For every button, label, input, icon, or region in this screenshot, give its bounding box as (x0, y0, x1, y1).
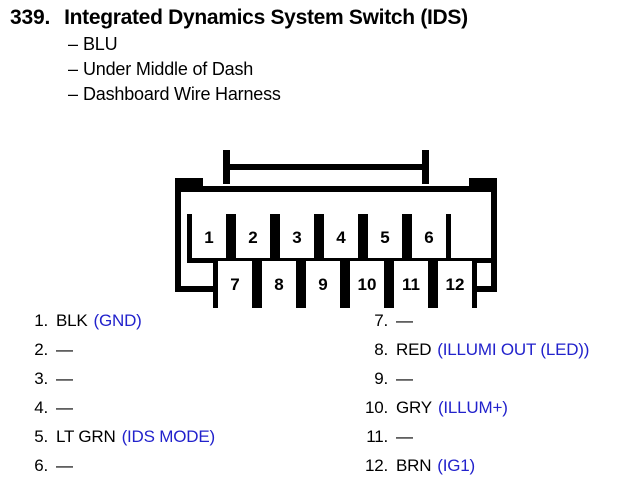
dash-bullet-icon: – (68, 34, 78, 54)
pin-signal-name: (IDS MODE) (121, 427, 216, 446)
header-sub-item-label: Dashboard Wire Harness (83, 84, 281, 104)
pin-wire-color: — (396, 369, 413, 388)
connector-pin-5: 5 (363, 214, 407, 261)
latch-post-right (422, 150, 429, 184)
pin-list-item: 9. — (358, 369, 638, 398)
pin-number: 2. (34, 340, 48, 359)
pin-number: 3. (34, 369, 48, 388)
pin-signal-name: (GND) (93, 311, 142, 330)
pin-row-spacer (451, 214, 477, 261)
pin-wire-color: BLK (56, 311, 88, 330)
header-sub-item: –Under Middle of Dash (68, 59, 638, 80)
pin-list-item: 4. — (18, 398, 328, 427)
header-sub-item: –Dashboard Wire Harness (68, 84, 638, 105)
pin-number: 9. (374, 369, 388, 388)
pin-wire-color: — (56, 456, 73, 475)
pin-list-item: 5. LT GRN (IDS MODE) (18, 427, 328, 456)
dash-bullet-icon: – (68, 84, 78, 104)
pin-list-item: 2. — (18, 340, 328, 369)
pin-number: 6. (34, 456, 48, 475)
pin-list-left: 1. BLK (GND) 2. — 3. — 4. — 5. LT GRN (IDS MODE) 6. — (18, 311, 328, 485)
connector-pin-11: 11 (389, 261, 433, 308)
pin-list-item: 8. RED (ILLUMI OUT (LED)) (358, 340, 638, 369)
header-sub-items: –BLU–Under Middle of Dash–Dashboard Wire… (0, 34, 638, 105)
pin-wire-color: LT GRN (56, 427, 116, 446)
pin-row-divider (187, 258, 497, 263)
pin-wire-color: — (56, 369, 73, 388)
pin-list-item: 12. BRN (IG1) (358, 456, 638, 485)
pin-signal-name: (ILLUM+) (437, 398, 508, 417)
page-title: 339. Integrated Dynamics System Switch (… (0, 0, 638, 30)
pin-wire-color: GRY (396, 398, 432, 417)
pin-wire-color: BRN (396, 456, 432, 475)
connector-pin-4: 4 (319, 214, 363, 261)
connector-pin-7: 7 (213, 261, 257, 308)
notch-cut-right (471, 192, 485, 201)
header-sub-item: –BLU (68, 34, 638, 55)
latch-post-left (223, 150, 230, 184)
pin-list-item: 11. — (358, 427, 638, 456)
pin-wire-color: RED (396, 340, 432, 359)
dash-bullet-icon: – (68, 59, 78, 79)
pin-row-spacer (187, 261, 213, 308)
pin-number: 12. (364, 456, 388, 475)
pin-list-item: 1. BLK (GND) (18, 311, 328, 340)
latch-bar (224, 164, 429, 170)
pin-number: 8. (374, 340, 388, 359)
pin-signal-name: (ILLUMI OUT (LED)) (437, 340, 590, 359)
pin-list-item: 7. — (358, 311, 638, 340)
connector-pin-12: 12 (433, 261, 477, 308)
pin-wire-color: — (56, 398, 73, 417)
pin-number: 7. (374, 311, 388, 330)
pin-list-item: 10. GRY (ILLUM+) (358, 398, 638, 427)
connector-pin-2: 2 (231, 214, 275, 261)
pin-list-item: 6. — (18, 456, 328, 485)
connector-pin-1: 1 (187, 214, 231, 261)
notch-cut-left (187, 192, 201, 201)
pin-wire-color: — (56, 340, 73, 359)
pin-number: 10. (364, 398, 388, 417)
header-sub-item-label: BLU (83, 34, 118, 54)
header-sub-item-label: Under Middle of Dash (83, 59, 254, 79)
pin-list-item: 3. — (18, 369, 328, 398)
connector-pin-8: 8 (257, 261, 301, 308)
pin-number: 4. (34, 398, 48, 417)
connector-pin-10: 10 (345, 261, 389, 308)
pin-number: 1. (34, 311, 48, 330)
connector-pin-6: 6 (407, 214, 451, 261)
pin-number: 11. (366, 427, 388, 446)
pin-wire-color: — (396, 311, 413, 330)
pin-wire-color: — (396, 427, 413, 446)
connector-pin-3: 3 (275, 214, 319, 261)
header-block: 339. Integrated Dynamics System Switch (… (0, 0, 638, 105)
title-text: Integrated Dynamics System Switch (IDS) (64, 6, 468, 29)
pin-list-right: 7. — 8. RED (ILLUMI OUT (LED)) 9. — 10. GRY (ILLU… (358, 311, 638, 485)
connector-pin-9: 9 (301, 261, 345, 308)
pin-signal-name: (IG1) (437, 456, 476, 475)
title-number: 339. (10, 6, 51, 29)
pin-number: 5. (34, 427, 48, 446)
